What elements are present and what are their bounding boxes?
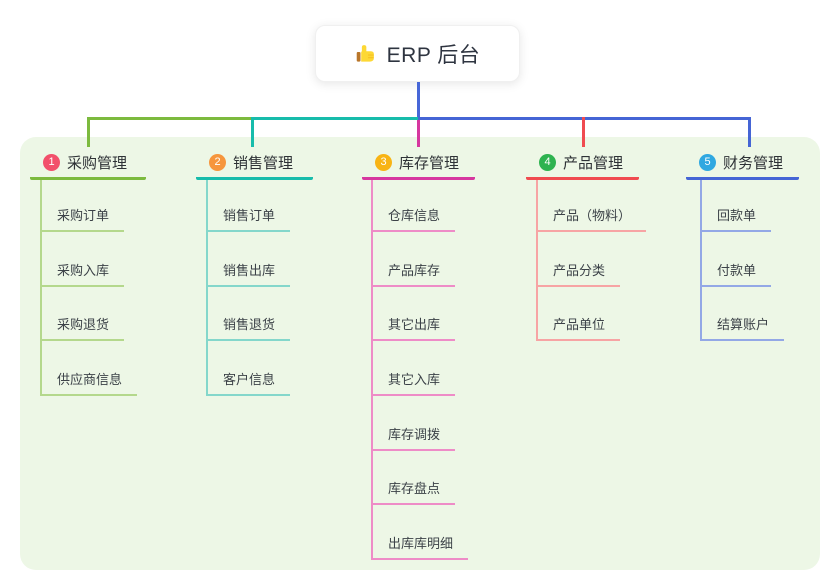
connector-drop-branch5 bbox=[748, 117, 751, 147]
leaf-node[interactable]: 付款单 bbox=[700, 261, 772, 287]
connector-drop-branch3 bbox=[417, 120, 420, 147]
leaf-node[interactable]: 销售出库 bbox=[206, 261, 291, 287]
leaf-node[interactable]: 销售订单 bbox=[206, 206, 291, 232]
branch-label-product[interactable]: 4 产品管理 bbox=[526, 147, 639, 180]
leaf-node[interactable]: 采购退货 bbox=[40, 315, 125, 341]
leaf-node[interactable]: 库存调拨 bbox=[371, 425, 456, 451]
thumbs-up-icon bbox=[356, 44, 374, 62]
leaf-node[interactable]: 采购订单 bbox=[40, 206, 125, 232]
connector-drop-branch1 bbox=[87, 117, 90, 147]
leaf-node[interactable]: 采购入库 bbox=[40, 261, 125, 287]
branch-number-badge: 1 bbox=[43, 153, 60, 171]
leaf-node[interactable]: 产品单位 bbox=[536, 315, 621, 341]
branch-number-badge: 3 bbox=[375, 153, 392, 171]
branch-spine bbox=[371, 180, 373, 560]
connector-drop-branch4 bbox=[582, 117, 585, 147]
branch-label-inventory[interactable]: 3 库存管理 bbox=[362, 147, 475, 180]
leaf-node[interactable]: 产品库存 bbox=[371, 261, 456, 287]
branch-number-badge: 4 bbox=[539, 153, 556, 171]
leaf-node[interactable]: 回款单 bbox=[700, 206, 772, 232]
connector-root-stem bbox=[417, 82, 420, 118]
leaf-node[interactable]: 产品（物料） bbox=[536, 206, 647, 232]
branch-spine bbox=[536, 180, 538, 341]
branch-spine bbox=[206, 180, 208, 396]
branch-spine bbox=[40, 180, 42, 396]
leaf-node[interactable]: 供应商信息 bbox=[40, 370, 138, 396]
leaf-node[interactable]: 销售退货 bbox=[206, 315, 291, 341]
connector-drop-branch2 bbox=[251, 117, 254, 147]
branch-label-purchase[interactable]: 1 采购管理 bbox=[30, 147, 146, 180]
branch-number-badge: 5 bbox=[699, 153, 716, 171]
connector-bus-green bbox=[87, 117, 253, 120]
branch-label-finance[interactable]: 5 财务管理 bbox=[686, 147, 799, 180]
leaf-node[interactable]: 产品分类 bbox=[536, 261, 621, 287]
branch-label-sales[interactable]: 2 销售管理 bbox=[196, 147, 313, 180]
leaf-node[interactable]: 其它入库 bbox=[371, 370, 456, 396]
leaf-node[interactable]: 库存盘点 bbox=[371, 479, 456, 505]
connector-bus-teal bbox=[253, 117, 418, 120]
leaf-node[interactable]: 其它出库 bbox=[371, 315, 456, 341]
branch-number-badge: 2 bbox=[209, 153, 226, 171]
leaf-node[interactable]: 仓库信息 bbox=[371, 206, 456, 232]
mindmap-panel bbox=[20, 137, 820, 570]
leaf-node[interactable]: 结算账户 bbox=[700, 315, 785, 341]
branch-spine bbox=[700, 180, 702, 341]
root-node-label: ERP 后台 bbox=[386, 43, 481, 67]
leaf-node[interactable]: 出库库明细 bbox=[371, 534, 469, 560]
leaf-node[interactable]: 客户信息 bbox=[206, 370, 291, 396]
root-node-erp[interactable]: ERP 后台 bbox=[315, 25, 520, 82]
